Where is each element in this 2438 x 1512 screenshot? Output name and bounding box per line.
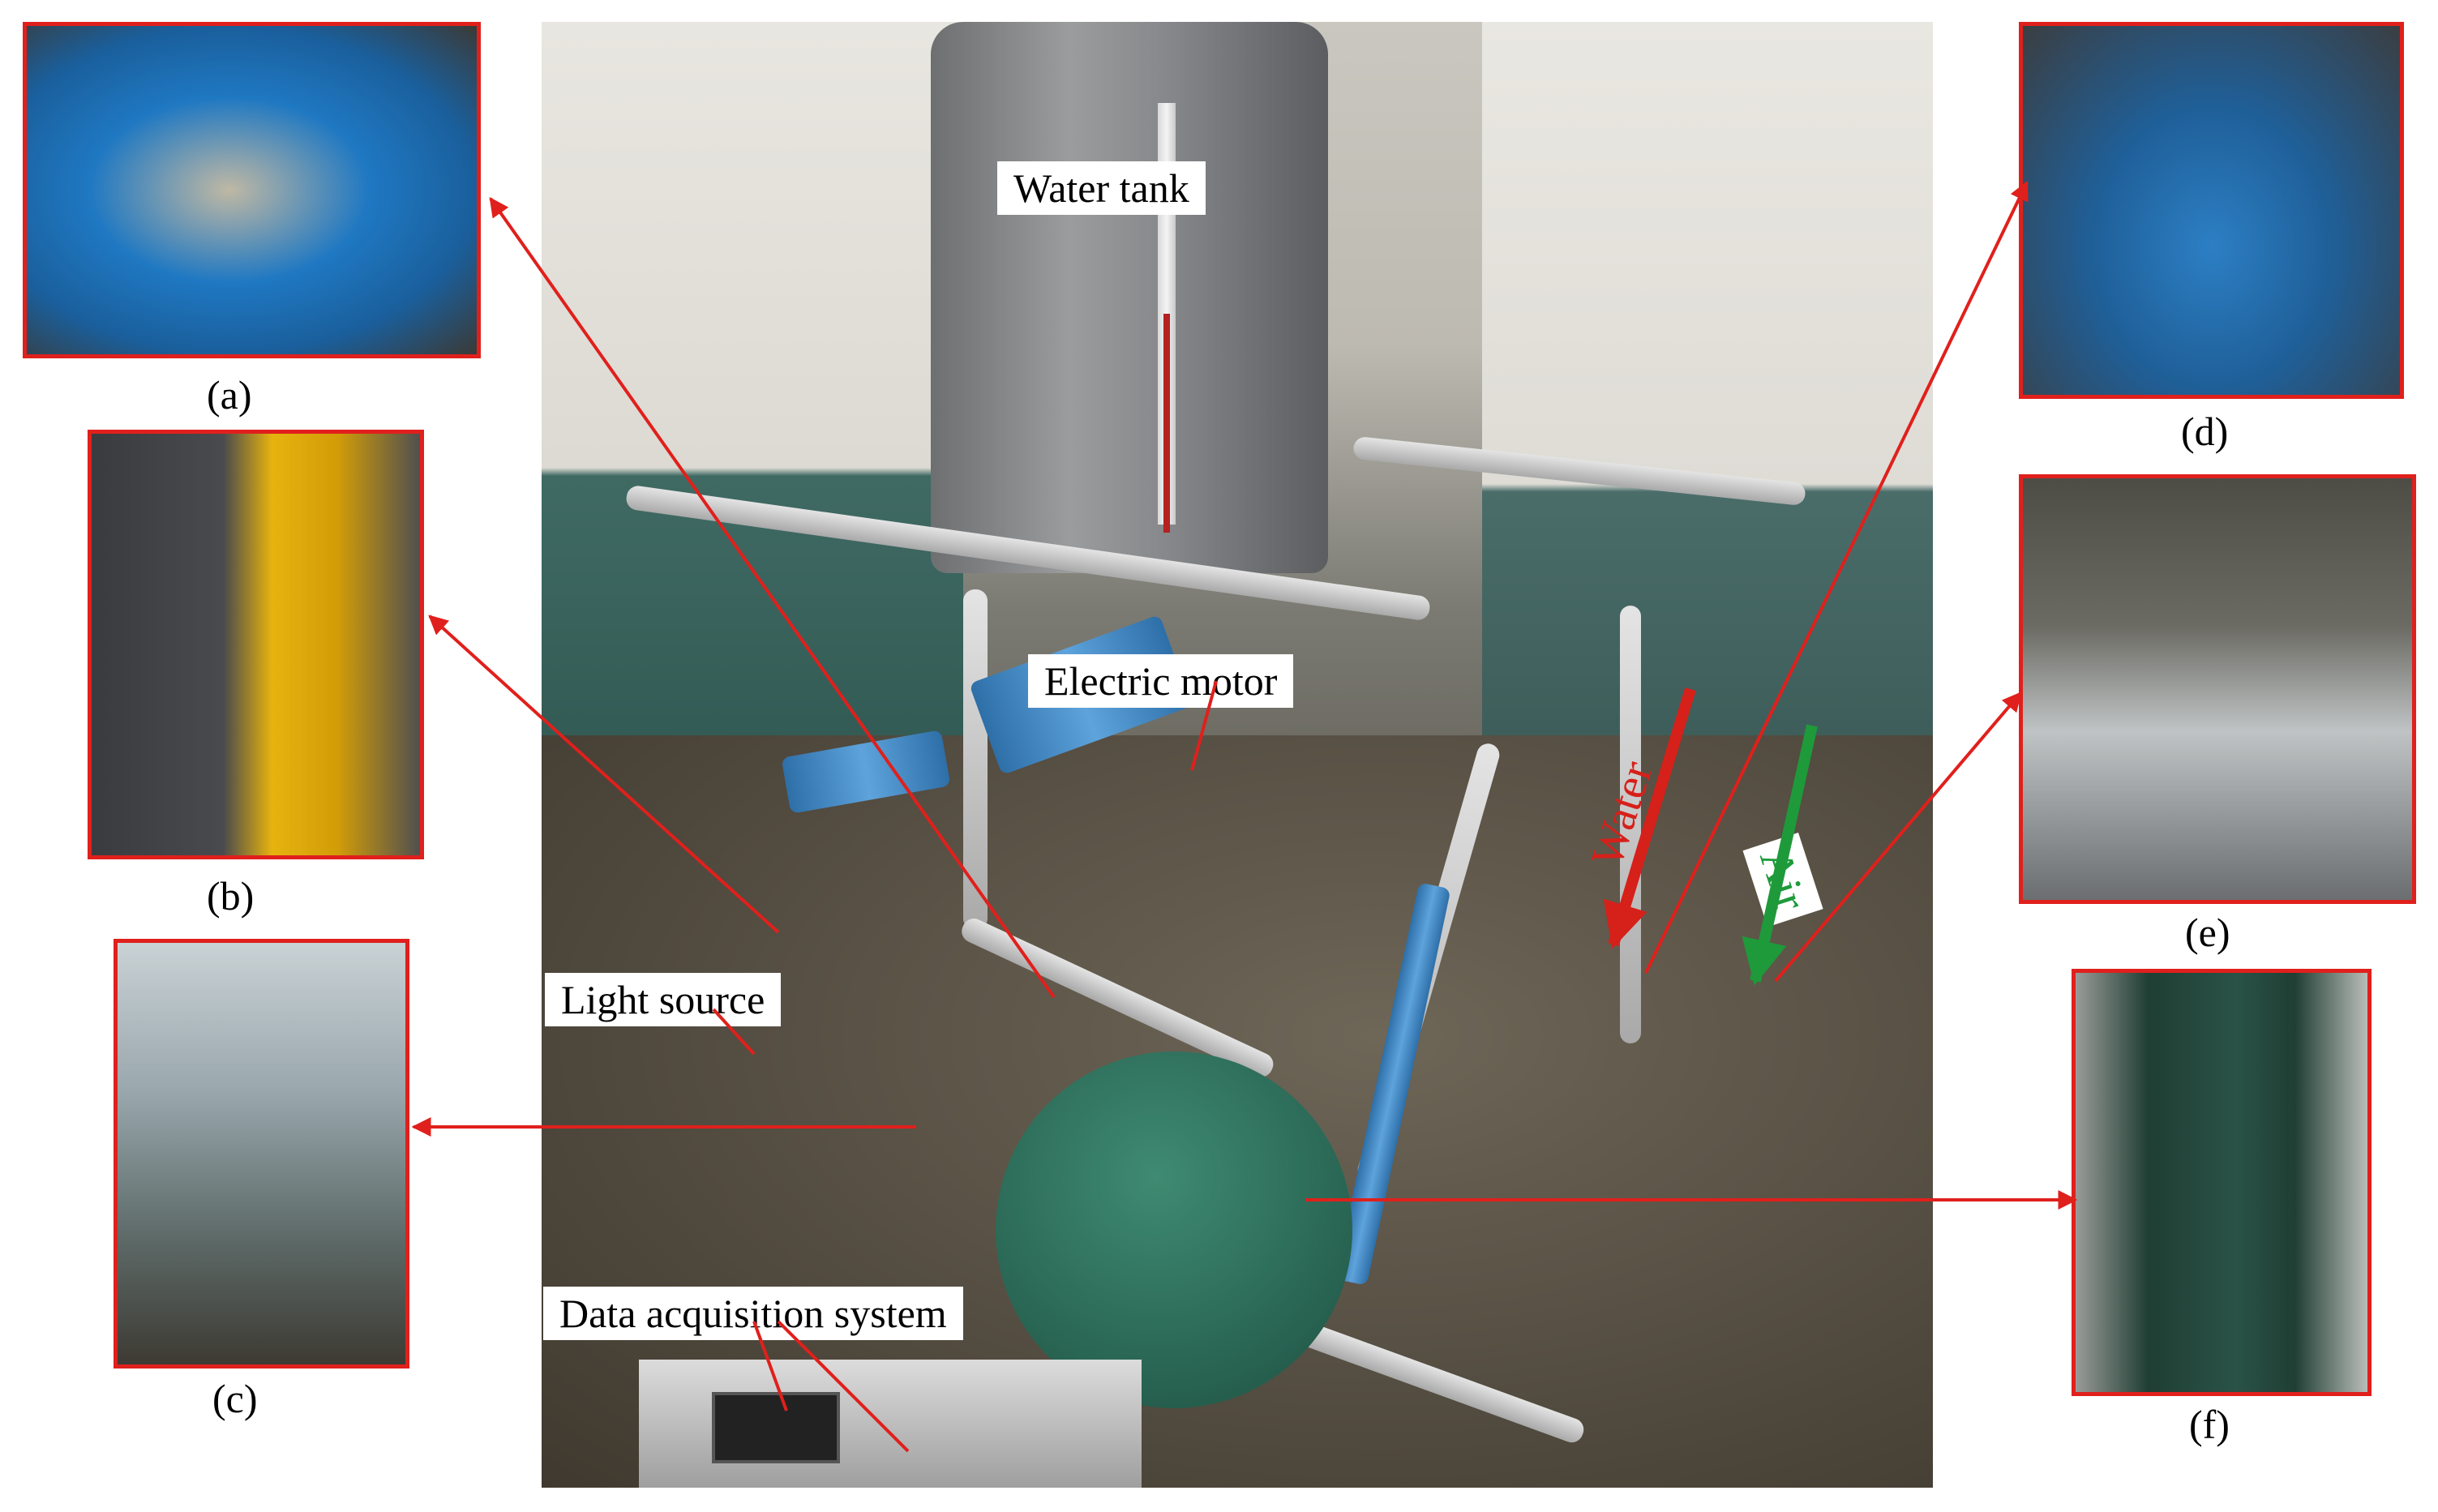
caption-b: (b) xyxy=(207,873,255,919)
caption-d: (d) xyxy=(2181,409,2229,454)
pipe xyxy=(963,589,988,930)
main-experimental-photo: Water tank Electric motor Light source D… xyxy=(542,22,1933,1488)
right-wall xyxy=(1482,22,1933,792)
label-water-tank: Water tank xyxy=(997,161,1206,215)
water-tank-vessel xyxy=(931,22,1328,573)
label-electric-motor: Electric motor xyxy=(1028,654,1294,708)
label-data-acquisition-system: Data acquisition system xyxy=(543,1287,963,1340)
gas-liquid-separator xyxy=(996,1052,1352,1408)
inset-a-transparent-test-section xyxy=(23,22,481,358)
caption-e: (e) xyxy=(2185,910,2230,955)
label-light-source: Light source xyxy=(545,973,782,1026)
caption-a: (a) xyxy=(207,372,252,418)
inset-c-pressure-transmitter xyxy=(114,939,409,1369)
inset-f-separator-vessel xyxy=(2072,969,2372,1396)
caption-c: (c) xyxy=(212,1376,258,1421)
level-indicator xyxy=(1163,314,1170,533)
inset-e-gas-flowmeter xyxy=(2019,474,2416,904)
inset-b-high-speed-camera xyxy=(88,430,424,859)
inset-d-electromagnetic-flowmeter xyxy=(2019,22,2404,399)
daq-screen xyxy=(712,1392,840,1463)
caption-f: (f) xyxy=(2189,1402,2230,1447)
left-wall xyxy=(542,22,963,833)
